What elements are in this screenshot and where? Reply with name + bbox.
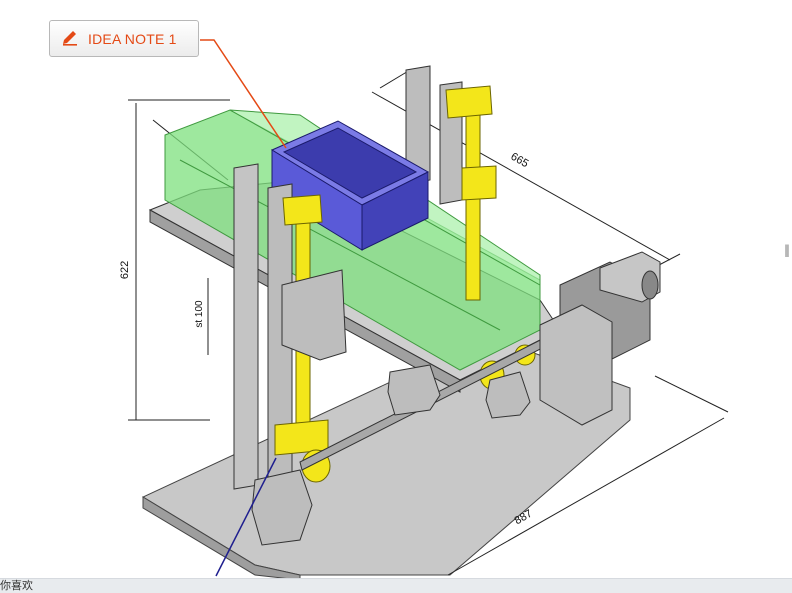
footer-bar: 你喜欢 xyxy=(0,578,792,593)
dimension-label-height: 622 xyxy=(119,261,131,279)
footer-text: 你喜欢 xyxy=(0,579,33,592)
resize-grip[interactable]: ‖ xyxy=(784,243,790,257)
rear-posts xyxy=(405,65,463,205)
idea-note-label: IDEA NOTE 1 xyxy=(88,30,177,47)
bearing-blocks xyxy=(251,269,531,546)
dimension-label-stroke: st 100 xyxy=(194,300,205,328)
yellow-lead-screws xyxy=(265,85,536,503)
idea-note-button[interactable]: IDEA NOTE 1 xyxy=(49,20,199,57)
motor xyxy=(539,251,661,426)
dimension-label-depth: 665 xyxy=(509,151,531,171)
callout-leaders xyxy=(200,39,287,577)
pencil-icon xyxy=(60,26,80,51)
